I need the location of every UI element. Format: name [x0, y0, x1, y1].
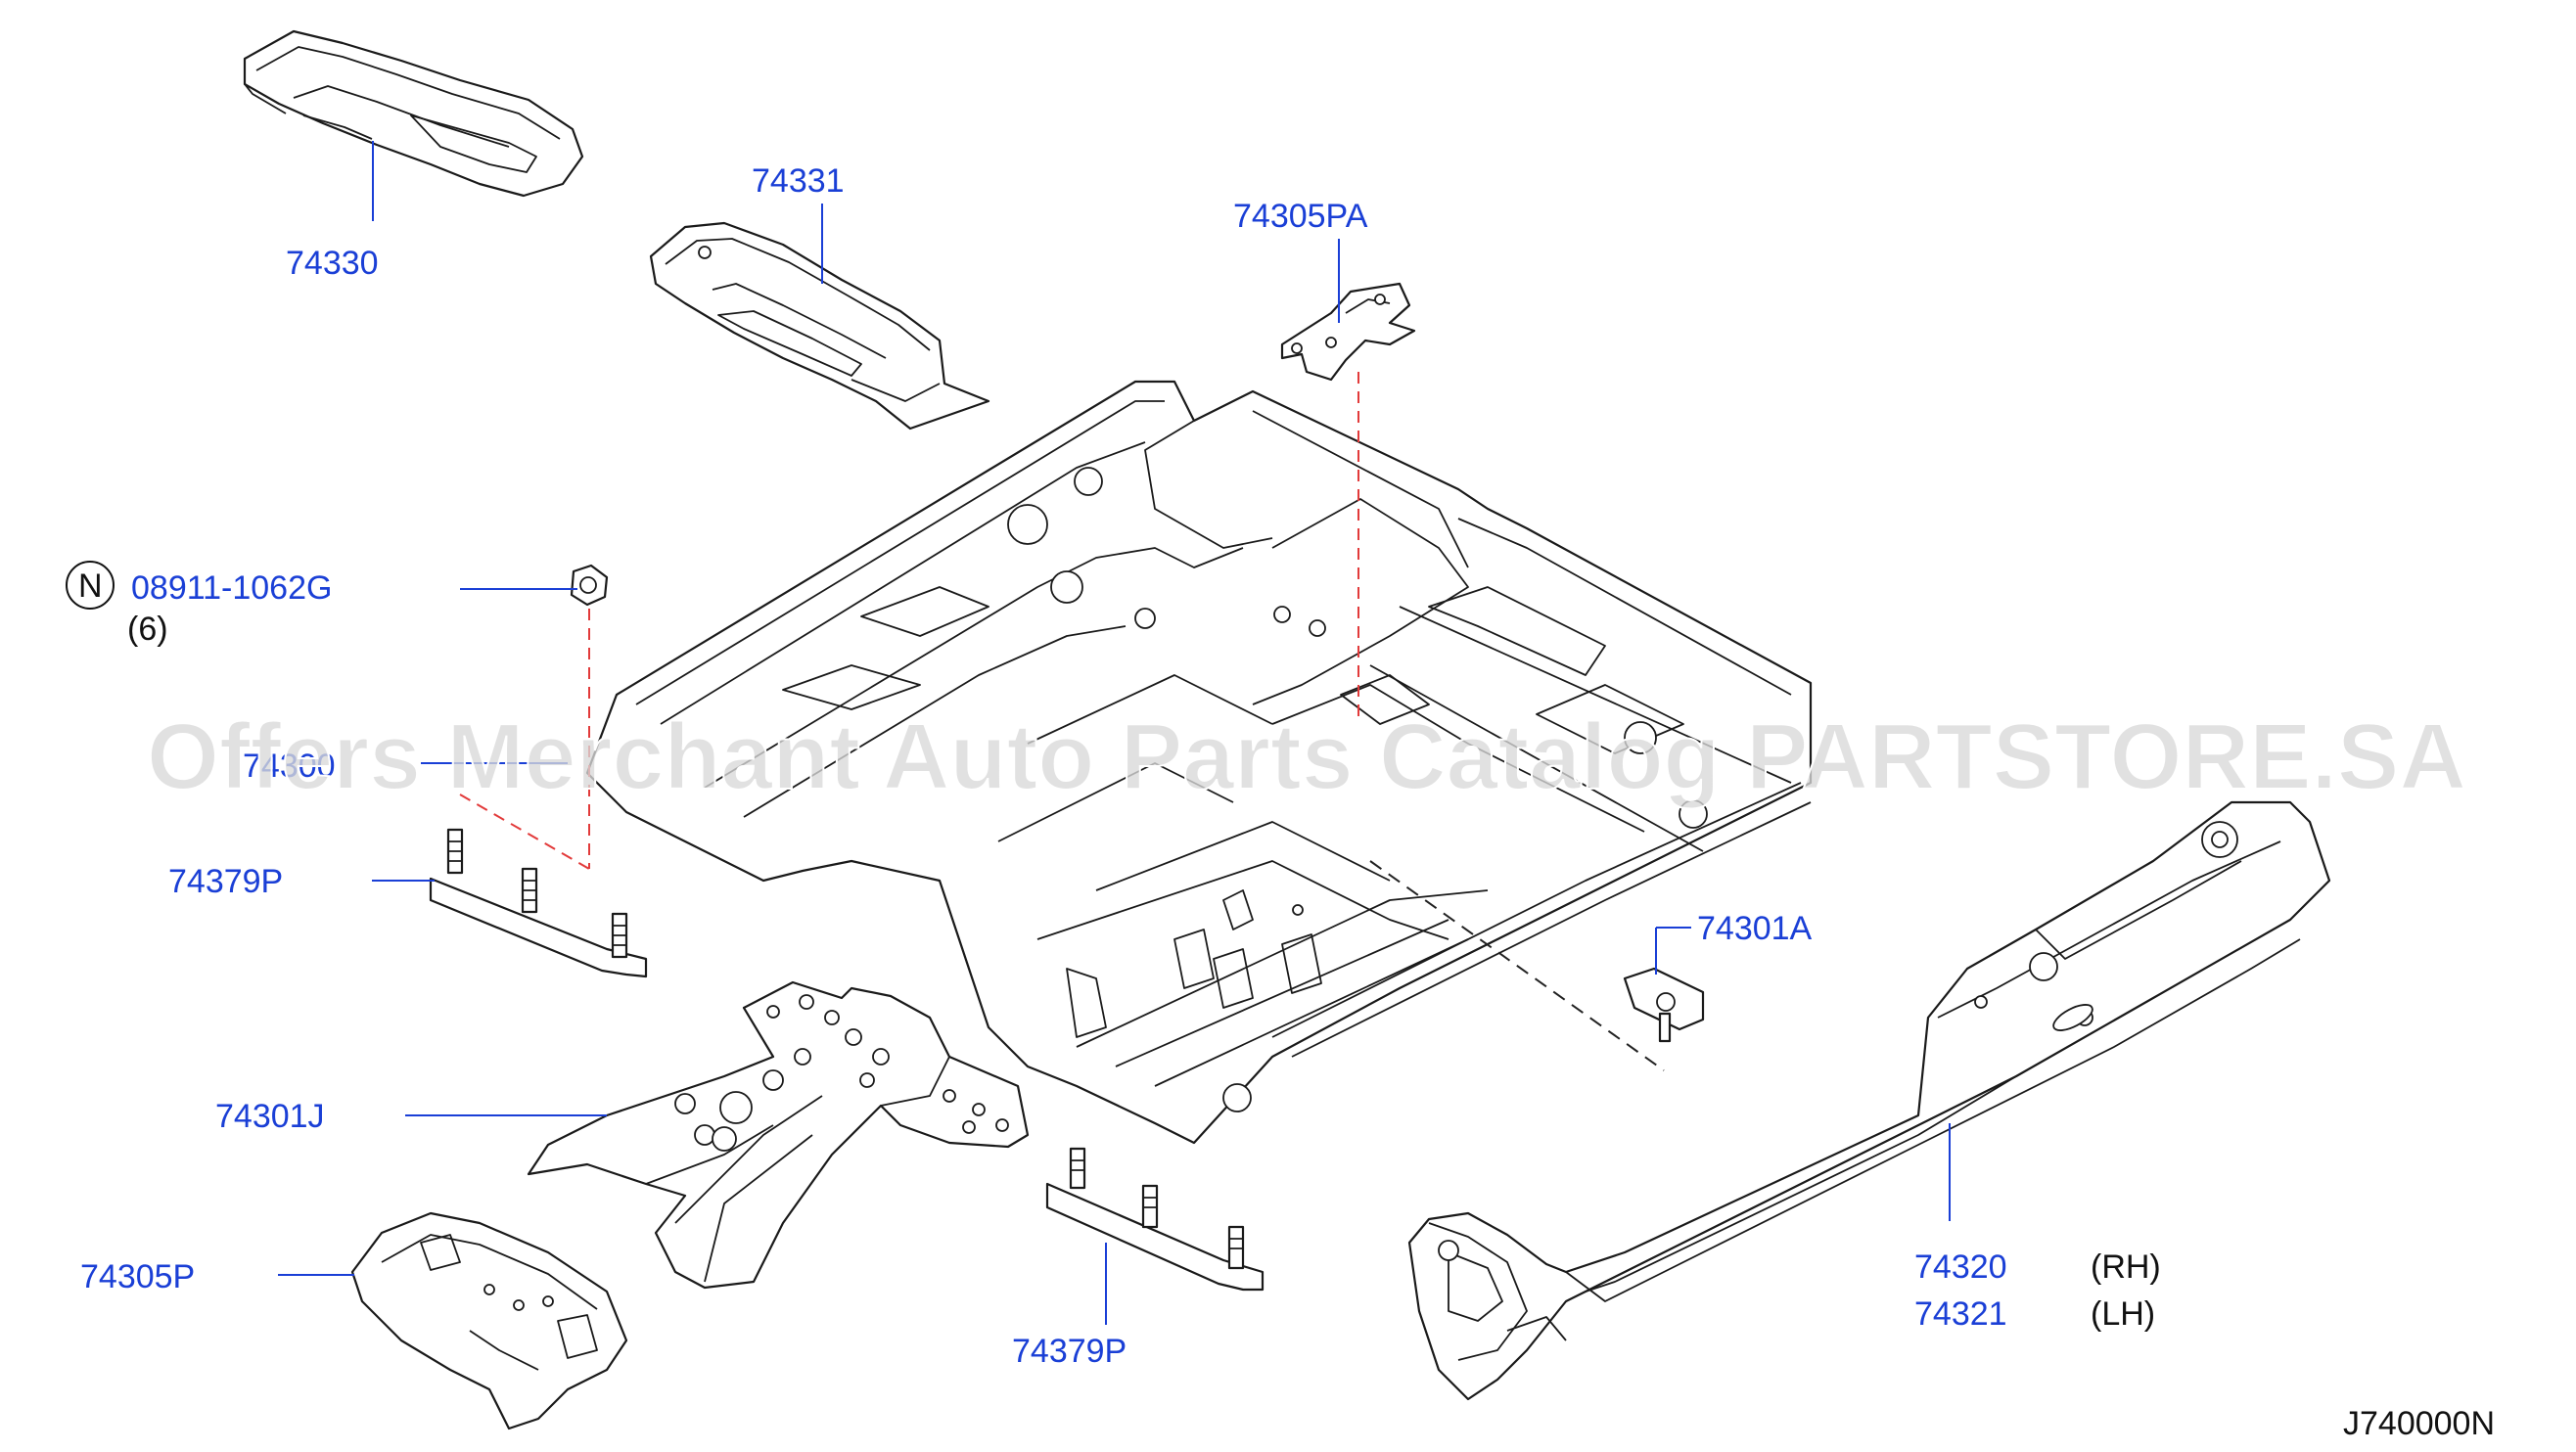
- label-74379P-bottom[interactable]: 74379P: [1012, 1333, 1127, 1370]
- part-74301J-drawing: [527, 980, 1030, 1290]
- label-74379P-left[interactable]: 74379P: [168, 863, 283, 900]
- leader-lines: [278, 141, 1951, 1325]
- assembly-dashed-lines: [459, 372, 1665, 1071]
- nut-symbol: N: [78, 567, 103, 605]
- part-74305PA-drawing: [1280, 282, 1416, 382]
- floor-panel-74300-drawing: [585, 380, 1813, 1145]
- part-74301A-drawing: [1623, 967, 1705, 1043]
- label-74320[interactable]: 74320: [1914, 1248, 2007, 1286]
- label-74301A[interactable]: 74301A: [1697, 910, 1813, 947]
- part-74330-drawing: [243, 29, 584, 198]
- label-74305P[interactable]: 74305P: [80, 1258, 195, 1295]
- part-74379P-left-drawing: [429, 828, 648, 978]
- label-nut-quantity: (6): [127, 611, 168, 648]
- label-74301J[interactable]: 74301J: [215, 1098, 325, 1135]
- part-74379P-bottom-drawing: [1045, 1147, 1265, 1292]
- label-74321[interactable]: 74321: [1914, 1295, 2007, 1333]
- label-74330[interactable]: 74330: [286, 245, 379, 282]
- part-labels: 74330 74331 74305PA N 08911-1062G (6) 74…: [66, 162, 2495, 1442]
- label-74300[interactable]: 74300: [243, 748, 336, 785]
- part-74331-drawing: [649, 221, 990, 431]
- label-74331[interactable]: 74331: [752, 162, 845, 200]
- part-74320-74321-drawing: [1407, 800, 2331, 1401]
- part-74305P-drawing: [350, 1211, 628, 1430]
- watermark: Offers Merchant Auto Parts Catalog PARTS…: [147, 704, 2466, 809]
- label-74305PA[interactable]: 74305PA: [1233, 198, 1368, 235]
- diagram-code: J740000N: [2343, 1405, 2495, 1442]
- label-rh: (RH): [2091, 1248, 2161, 1286]
- label-08911-1062G[interactable]: 08911-1062G: [131, 569, 332, 607]
- nut-symbol-circle: [66, 561, 115, 610]
- label-lh: (LH): [2091, 1295, 2155, 1333]
- nut-drawing: [570, 564, 609, 607]
